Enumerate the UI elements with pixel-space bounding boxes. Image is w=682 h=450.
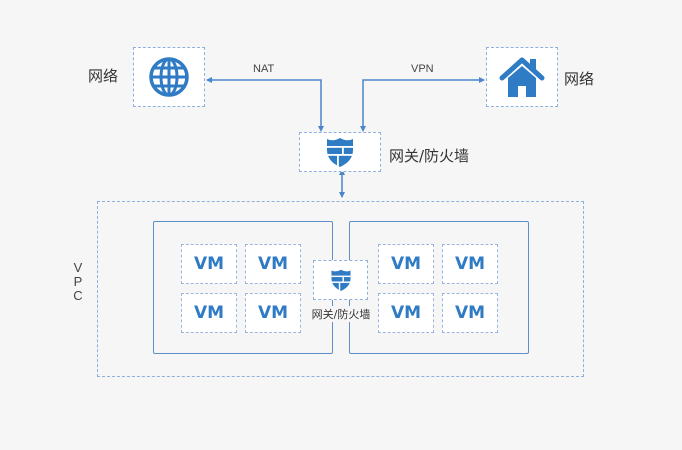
vpc-label-letter: C	[73, 288, 83, 303]
vm-node[interactable]: VM	[181, 244, 237, 284]
shield-firewall-icon	[327, 138, 353, 167]
nat-connector	[206, 77, 324, 132]
left-network-label: 网络	[88, 67, 119, 85]
subnet-left	[153, 221, 333, 354]
inner-gateway-node[interactable]	[313, 260, 368, 300]
top-gateway-node[interactable]	[299, 132, 381, 172]
home-icon	[499, 57, 545, 97]
vm-node[interactable]: VM	[181, 293, 237, 333]
globe-icon	[149, 57, 189, 97]
vpc-label: V P C	[72, 261, 84, 303]
top-gateway-label: 网关/防火墙	[389, 147, 470, 165]
vpc-container	[97, 201, 584, 377]
vm-node[interactable]: VM	[378, 244, 434, 284]
subnet-right	[349, 221, 529, 354]
shield-firewall-icon	[330, 269, 351, 291]
vpn-label: VPN	[411, 63, 434, 75]
right-network-label: 网络	[564, 70, 595, 88]
nat-label: NAT	[253, 63, 275, 75]
vpc-label-letter: V	[73, 260, 83, 275]
vm-node[interactable]: VM	[245, 244, 301, 284]
vm-node[interactable]: VM	[245, 293, 301, 333]
vm-node[interactable]: VM	[442, 244, 498, 284]
vpc-label-letter: P	[73, 274, 83, 289]
vpn-connector	[360, 77, 485, 132]
inner-gateway-label: 网关/防火墙	[309, 306, 373, 322]
vm-node[interactable]: VM	[442, 293, 498, 333]
left-network-node[interactable]	[133, 47, 205, 107]
vm-node[interactable]: VM	[378, 293, 434, 333]
right-network-node[interactable]	[486, 47, 558, 107]
